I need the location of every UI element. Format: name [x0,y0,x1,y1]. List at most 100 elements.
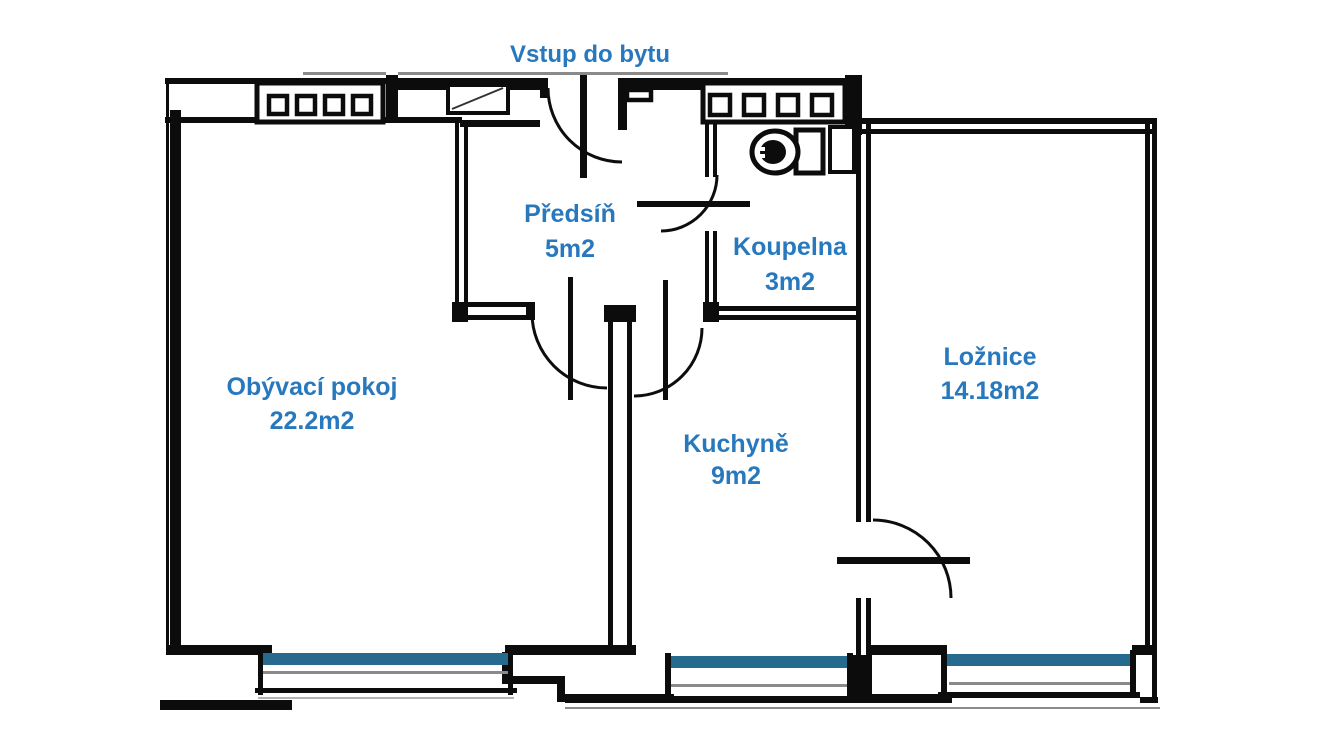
toilet-seat-icon [760,140,786,164]
bathroom-area: 3m2 [765,268,815,296]
kitchen-name: Kuchyně [683,430,789,458]
bathroom-shelf [828,125,856,174]
wall-segment [460,120,540,127]
window-frame [255,688,517,693]
wall-segment [703,315,860,320]
window-frame [665,653,671,698]
wall-segment [856,598,861,655]
wall-segment [856,120,861,522]
living-room-door-leaf [568,277,573,400]
interior-walls [452,120,871,655]
window-frame [1130,650,1136,698]
wall-segment [167,645,272,655]
wall-segment [713,231,717,308]
window-glazing [258,697,514,699]
radiator-cell [266,93,290,117]
hallway-area: 5m2 [545,235,595,263]
wall-segment [464,120,468,312]
wall-segment [852,694,952,703]
door-jamb [540,78,548,98]
window-glazing [949,682,1130,685]
wall-segment [565,696,857,703]
radiator-cell [809,92,835,118]
window-frame [847,653,853,698]
wall-cap [526,302,535,320]
window-frame [508,650,513,695]
wall-segment [1152,118,1157,703]
bathroom-door-arc [660,174,719,233]
bathroom-fixtures [749,125,856,176]
kitchen-door-arc [633,327,704,398]
wall-segment [705,231,709,308]
wall-segment [160,700,292,710]
radiator-cell [707,92,733,118]
wall-segment [1145,118,1150,655]
wall-notch [624,87,654,103]
wall-segment [455,120,459,312]
wall-segment [858,118,1157,124]
kitchen-door-leaf [663,280,668,400]
window-frame [258,650,263,695]
wall-segment [620,78,705,90]
wall-cap [604,305,636,322]
kitchen-window-sill [671,656,847,668]
radiator-cell [350,93,374,117]
wall-segment [627,322,632,652]
wall-segment [166,78,169,655]
wall-pillar [386,75,398,122]
bedroom-door-arc [872,518,953,599]
bedroom-area: 14.18m2 [941,377,1040,405]
radiator-cell [294,93,318,117]
bathroom-name: Koupelna [733,233,848,261]
bedroom-door-leaf [837,557,970,564]
living-room-door-arc [530,312,608,390]
entrance-door-leaf [580,75,587,178]
radiator-cell [322,93,346,117]
wall-segment [505,645,636,655]
living-room-name: Obývací pokoj [227,373,398,401]
wall-segment [713,120,717,177]
bathroom-door-leaf [637,201,750,207]
wall-step [502,652,510,684]
entrance-label: Vstup do bytu [510,41,670,68]
living-room-area: 22.2m2 [270,407,355,435]
toilet-detail [757,154,765,158]
wall-segment [452,315,532,320]
wall-step [502,676,565,684]
doors [530,75,970,599]
wall-segment [705,120,709,177]
entrance-door-arc [546,87,623,164]
radiator-box [254,80,386,125]
wall-segment [1132,645,1152,655]
wall-segment [608,322,613,652]
radiator-cell [775,92,801,118]
wall-segment [170,110,181,655]
windows [255,650,1136,699]
wall-segment [858,129,1157,134]
window-glazing [263,671,508,674]
wall-segment [866,120,871,522]
wall-joint [608,645,632,655]
exterior-line [303,72,386,75]
toilet-detail [757,147,765,151]
exterior-line [565,707,1160,709]
wall-segment [938,692,1140,698]
door-jamb [618,78,627,130]
exterior-outline [303,72,1160,709]
wall-segment [703,306,860,311]
living-room-window-sill [263,653,508,665]
wall-segment [1140,697,1158,703]
wall-step [557,676,565,702]
room-labels: Vstup do bytu Obývací pokoj 22.2m2 Předs… [227,41,1040,490]
wall-joint [852,655,872,703]
entry-niche-diagonal [451,87,504,110]
wall-segment [871,645,947,655]
window-frame [941,650,947,698]
wall-segment [452,302,532,307]
exterior-line [398,72,728,75]
bedroom-name: Ložnice [943,343,1036,371]
radiator-cell [741,92,767,118]
kitchen-area: 9m2 [711,462,761,490]
